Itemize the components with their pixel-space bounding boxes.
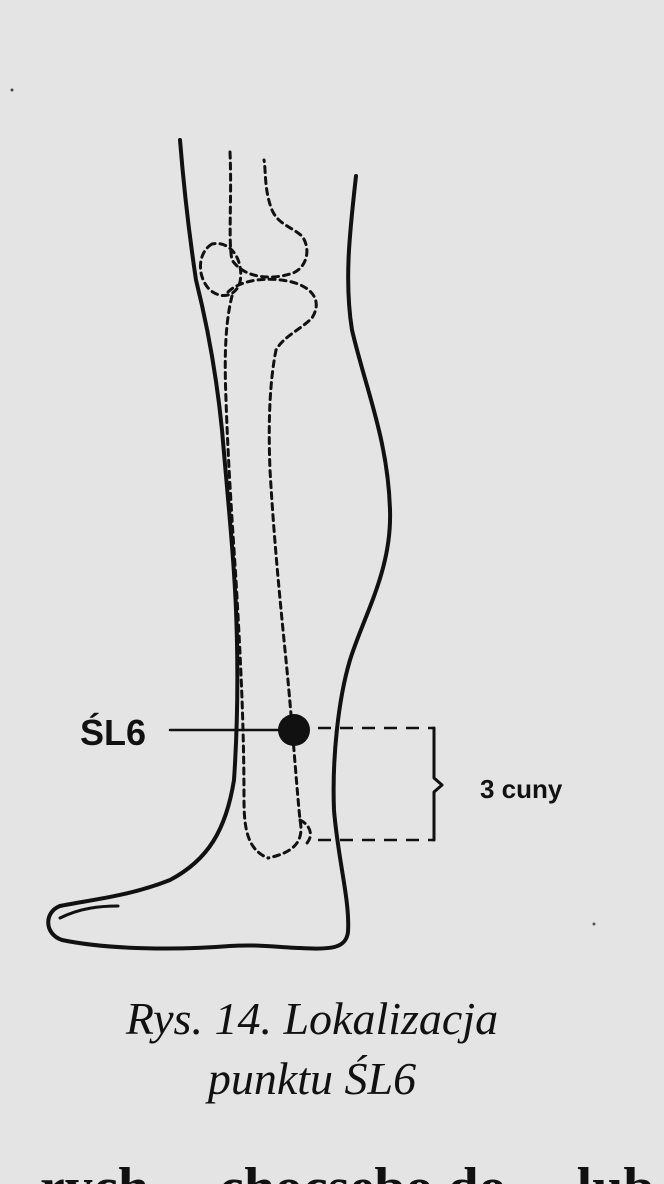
tibia-front-dashed [266, 348, 303, 860]
measure-bracket [432, 726, 444, 842]
speck-right [592, 922, 596, 926]
measure-label: 3 cuny [480, 774, 563, 804]
sl6-point-marker [278, 714, 310, 746]
leg-front-outline [298, 174, 393, 951]
leg-back-outline [58, 138, 240, 908]
caption-line-2: punktu ŚL6 [205, 1053, 416, 1104]
speck-top-left [10, 88, 14, 92]
fibula-dashed [223, 294, 270, 860]
tibial-plateau-dashed [226, 277, 318, 352]
foot-sole-outline [46, 904, 302, 951]
malleolus-dashed [298, 818, 312, 848]
femur-dashed [228, 150, 309, 279]
patella-dashed [199, 242, 243, 298]
caption-line-1: Rys. 14. Lokalizacja [125, 993, 498, 1044]
toe-detail [58, 904, 120, 920]
body-text-fragment: rych ... chocsebo do ... lub f... [40, 1157, 664, 1184]
point-label: ŚL6 [80, 711, 146, 753]
